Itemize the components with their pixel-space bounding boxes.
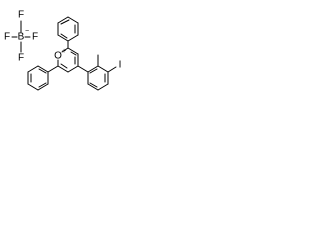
ring-oxygen-label: O <box>54 51 62 62</box>
upper-phenyl-inner-bond-1 <box>60 19 70 25</box>
aryl-bond-4 <box>97 83 109 91</box>
lower-phenyl-bond-2 <box>27 65 39 73</box>
lower-phenyl-inner-bond-1 <box>38 68 47 74</box>
core-to-aryl-bond <box>77 65 89 73</box>
core-to-lower-phenyl-bond <box>47 65 59 73</box>
boron-label: B <box>18 32 25 43</box>
core-inner-bond-3 <box>60 63 68 69</box>
fluorine-right-label: F <box>32 32 38 43</box>
core-inner-bond-1 <box>70 51 77 56</box>
ring-oxygen-charge-label: + <box>62 48 66 55</box>
pyrylium-core-ring: O + <box>47 40 89 73</box>
core-bond-c4-c5 <box>67 65 79 73</box>
lower-phenyl-ring <box>27 65 49 91</box>
tetrafluoroborate-anion: F F B − F F <box>4 10 38 64</box>
aryl-bond-2 <box>97 65 109 73</box>
fluorine-left-label: F <box>4 32 10 43</box>
lower-phenyl-inner-bond-3 <box>38 82 47 88</box>
pyrylium-cation: O + I <box>27 16 122 91</box>
lower-phenyl-bond-1 <box>37 65 49 73</box>
lower-phenyl-bond-4 <box>27 83 39 91</box>
upper-phenyl-bond-5 <box>67 34 79 42</box>
fluorine-top-label: F <box>18 10 24 21</box>
upper-phenyl-bond-6 <box>57 34 69 42</box>
fluorine-bottom-label: F <box>18 53 24 64</box>
aryl-inner-bond-1 <box>89 68 98 74</box>
aryl-bond-1 <box>87 65 99 73</box>
methyl-iodo-phenyl-ring: I <box>87 54 122 91</box>
lower-phenyl-bond-5 <box>37 83 49 91</box>
aryl-bond-5 <box>87 83 99 91</box>
chemical-structure-diagram: F F B − F F <box>4 10 122 91</box>
core-bond-c2-c3 <box>67 47 79 55</box>
iodine-label: I <box>119 60 122 71</box>
upper-phenyl-bond-3 <box>67 16 79 24</box>
core-bond-o-c2 <box>61 47 69 53</box>
core-bond-c5-c6 <box>57 65 69 73</box>
upper-phenyl-bond-2 <box>57 16 69 24</box>
aryl-inner-bond-3 <box>89 82 98 88</box>
iodine-bond <box>107 66 117 73</box>
boron-charge-label: − <box>25 28 29 35</box>
upper-phenyl-inner-bond-3 <box>60 33 68 39</box>
upper-phenyl-ring <box>57 16 79 42</box>
